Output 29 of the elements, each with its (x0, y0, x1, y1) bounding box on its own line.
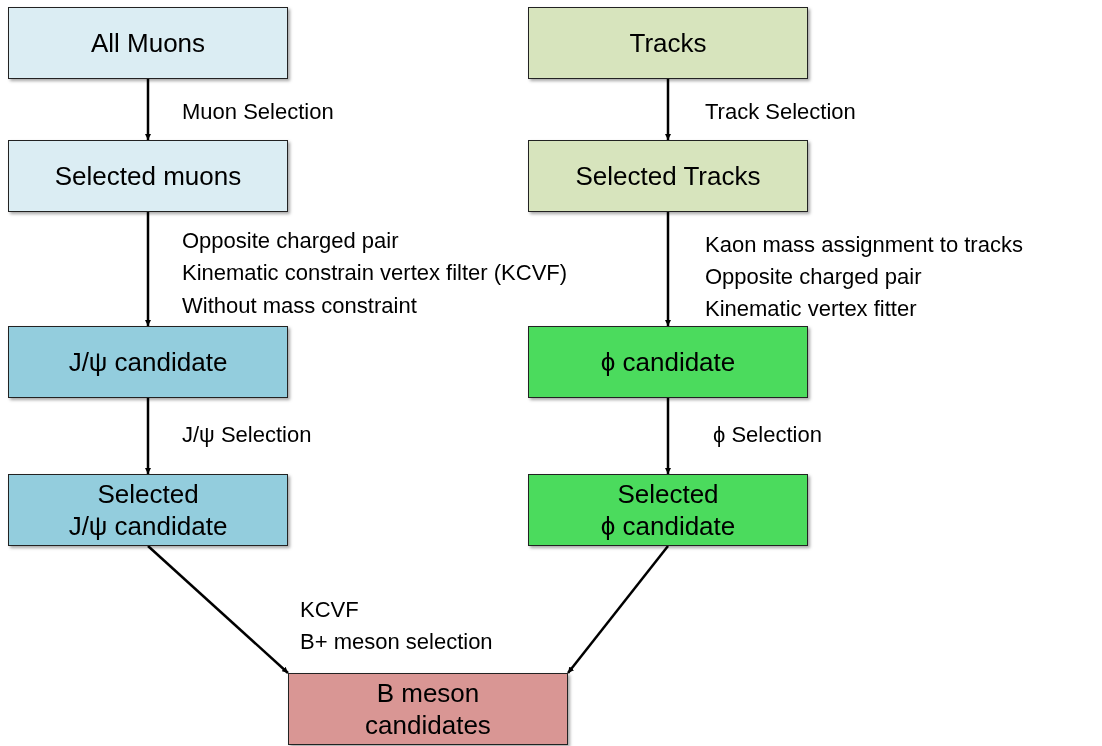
process-box: B meson candidates (288, 673, 568, 745)
arrow (145, 212, 151, 326)
process-box: Selected J/ψ candidate (8, 474, 288, 546)
process-box: Tracks (528, 7, 808, 79)
process-box: All Muons (8, 7, 288, 79)
annotation-text: Kaon mass assignment to tracks (705, 232, 1023, 258)
annotation-text: Kinematic constrain vertex filter (KCVF) (182, 260, 568, 286)
arrow (665, 398, 671, 474)
annotation-text: Opposite charged pair (182, 228, 399, 254)
process-box: Selected Tracks (528, 140, 808, 212)
arrow (145, 79, 151, 140)
annotation-text: Without mass constraint (182, 293, 417, 319)
annotation-text: Kinematic vertex fitter (705, 296, 917, 322)
arrow (145, 398, 151, 474)
edge-label: J/ψ Selection (182, 422, 312, 448)
process-box: Selected muons (8, 140, 288, 212)
arrow (665, 79, 671, 140)
process-box: J/ψ candidate (8, 326, 288, 398)
annotation-text: KCVF (300, 597, 359, 623)
edge-label: ϕ Selection (713, 422, 822, 448)
edge-label: Muon Selection (182, 99, 334, 125)
process-box: ϕ candidate (528, 326, 808, 398)
arrow (147, 545, 289, 674)
edge-label: Track Selection (705, 99, 856, 125)
arrow (665, 212, 671, 326)
annotation-text: Opposite charged pair (705, 264, 922, 290)
process-box: Selected ϕ candidate (528, 474, 808, 546)
arrow (567, 545, 669, 674)
annotation-text: B+ meson selection (300, 629, 493, 655)
